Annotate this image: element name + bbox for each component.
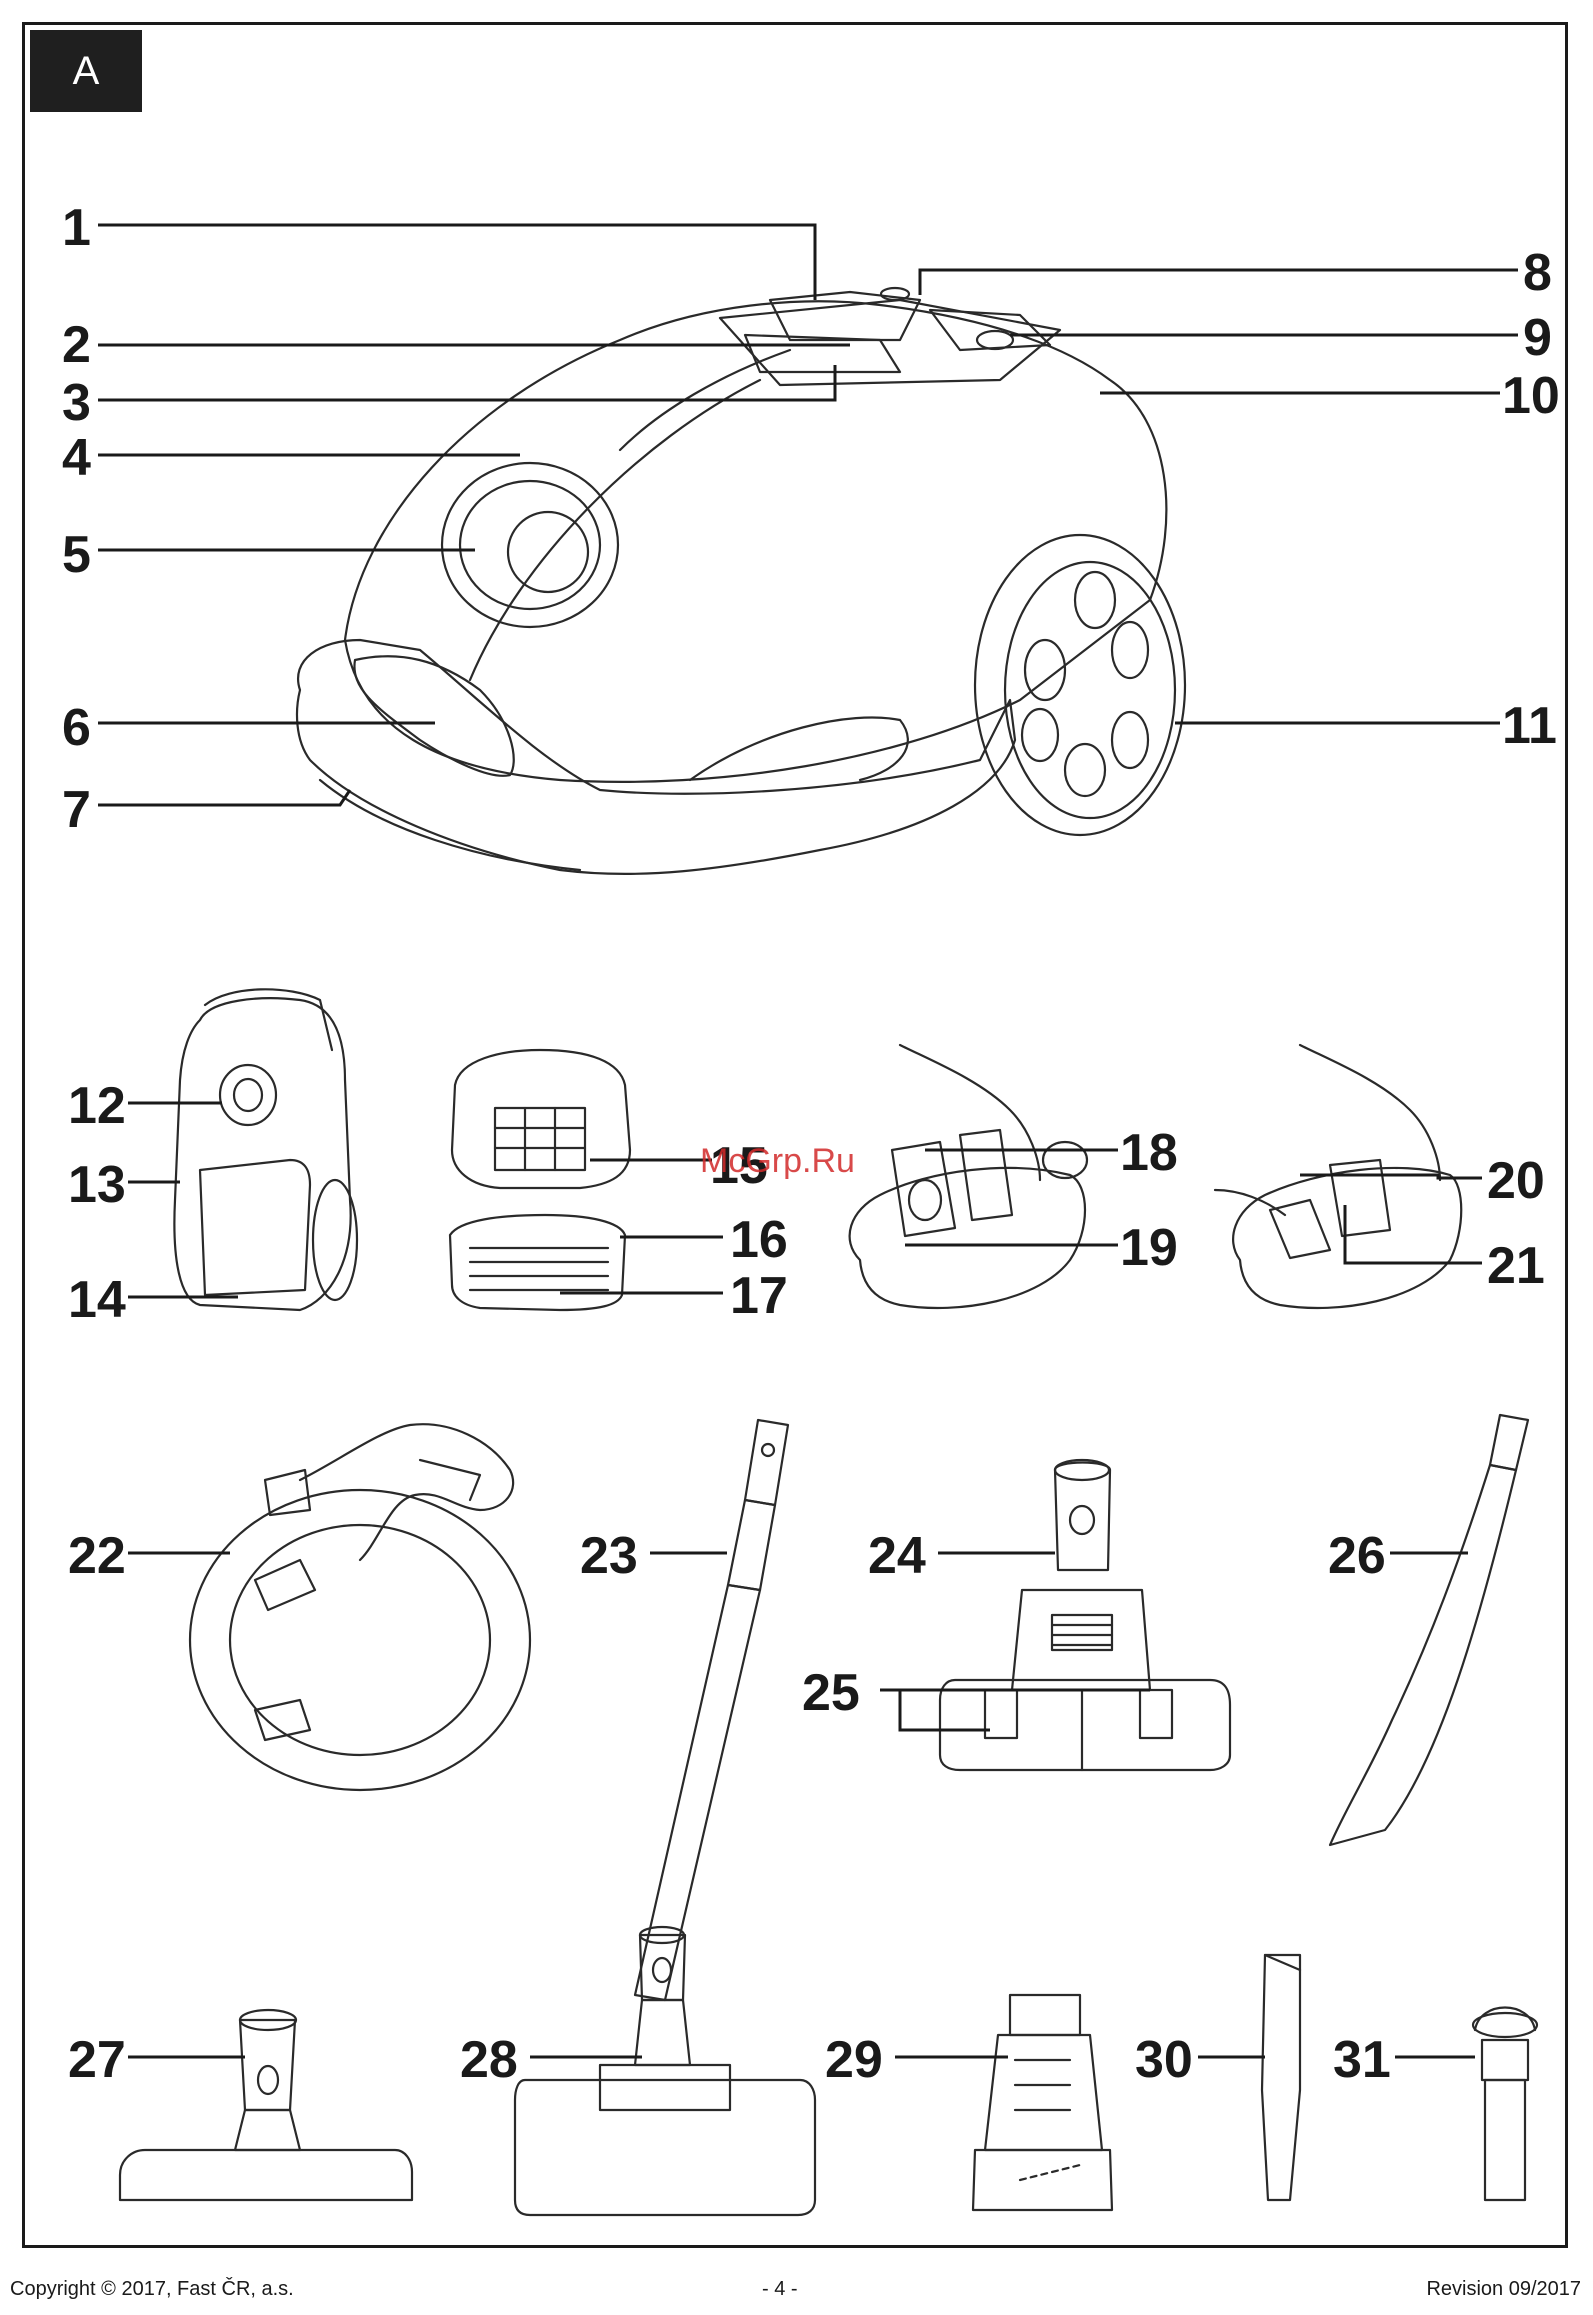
floor-nozzle-illustration (940, 1460, 1230, 1770)
dusting-brush-illustration (1473, 2008, 1537, 2201)
callout-26: 26 (1328, 1527, 1386, 1585)
callout-9: 9 (1523, 309, 1552, 367)
side-view-illustration (174, 989, 357, 1310)
footer-page-number: - 4 - (762, 2278, 798, 2301)
callout-5: 5 (62, 526, 91, 584)
callout-19: 19 (1120, 1219, 1178, 1277)
callout-1: 1 (62, 199, 91, 257)
callout-10: 10 (1502, 367, 1560, 425)
page-footer: Copyright © 2017, Fast ČR, a.s. - 4 - Re… (0, 2278, 1593, 2308)
callout-30: 30 (1135, 2031, 1193, 2089)
parquet-nozzle-illustration (120, 2010, 412, 2200)
callout-25: 25 (802, 1664, 860, 1722)
footer-revision: Revision 09/2017 (1426, 2278, 1581, 2301)
bag-compartment-illustration (850, 1045, 1087, 1308)
callout-14: 14 (68, 1271, 126, 1329)
callout-2: 2 (62, 316, 91, 374)
telescopic-tube-illustration (635, 1420, 788, 2000)
hose-illustration (190, 1424, 530, 1790)
crevice-tool-illustration (1262, 1955, 1300, 2200)
callout-11: 11 (1502, 697, 1557, 755)
callout-27: 27 (68, 2031, 126, 2089)
crevice-extension-illustration (1330, 1415, 1528, 1845)
callout-31: 31 (1333, 2031, 1391, 2089)
callout-23: 23 (580, 1527, 638, 1585)
callout-7: 7 (62, 781, 91, 839)
callout-4: 4 (62, 429, 91, 487)
mini-turbo-brush-illustration (973, 1995, 1112, 2210)
callout-13: 13 (68, 1156, 126, 1214)
turbo-brush-illustration (515, 1927, 815, 2215)
callout-18: 18 (1120, 1124, 1178, 1182)
callout-6: 6 (62, 699, 91, 757)
filter-cover-illustration (450, 1050, 630, 1310)
footer-copyright: Copyright © 2017, Fast ČR, a.s. (10, 2278, 294, 2301)
leader-lines (98, 225, 1518, 2057)
callout-29: 29 (825, 2031, 883, 2089)
callout-16: 16 (730, 1211, 788, 1269)
callout-3: 3 (62, 374, 91, 432)
callout-17: 17 (730, 1267, 788, 1325)
callout-21: 21 (1487, 1237, 1545, 1295)
callout-12: 12 (68, 1077, 126, 1135)
callout-24: 24 (868, 1527, 926, 1585)
callout-22: 22 (68, 1527, 126, 1585)
watermark: McGrp.Ru (700, 1142, 855, 1180)
callout-20: 20 (1487, 1152, 1545, 1210)
vacuum-body-illustration (297, 288, 1185, 874)
callout-8: 8 (1523, 244, 1552, 302)
callout-28: 28 (460, 2031, 518, 2089)
